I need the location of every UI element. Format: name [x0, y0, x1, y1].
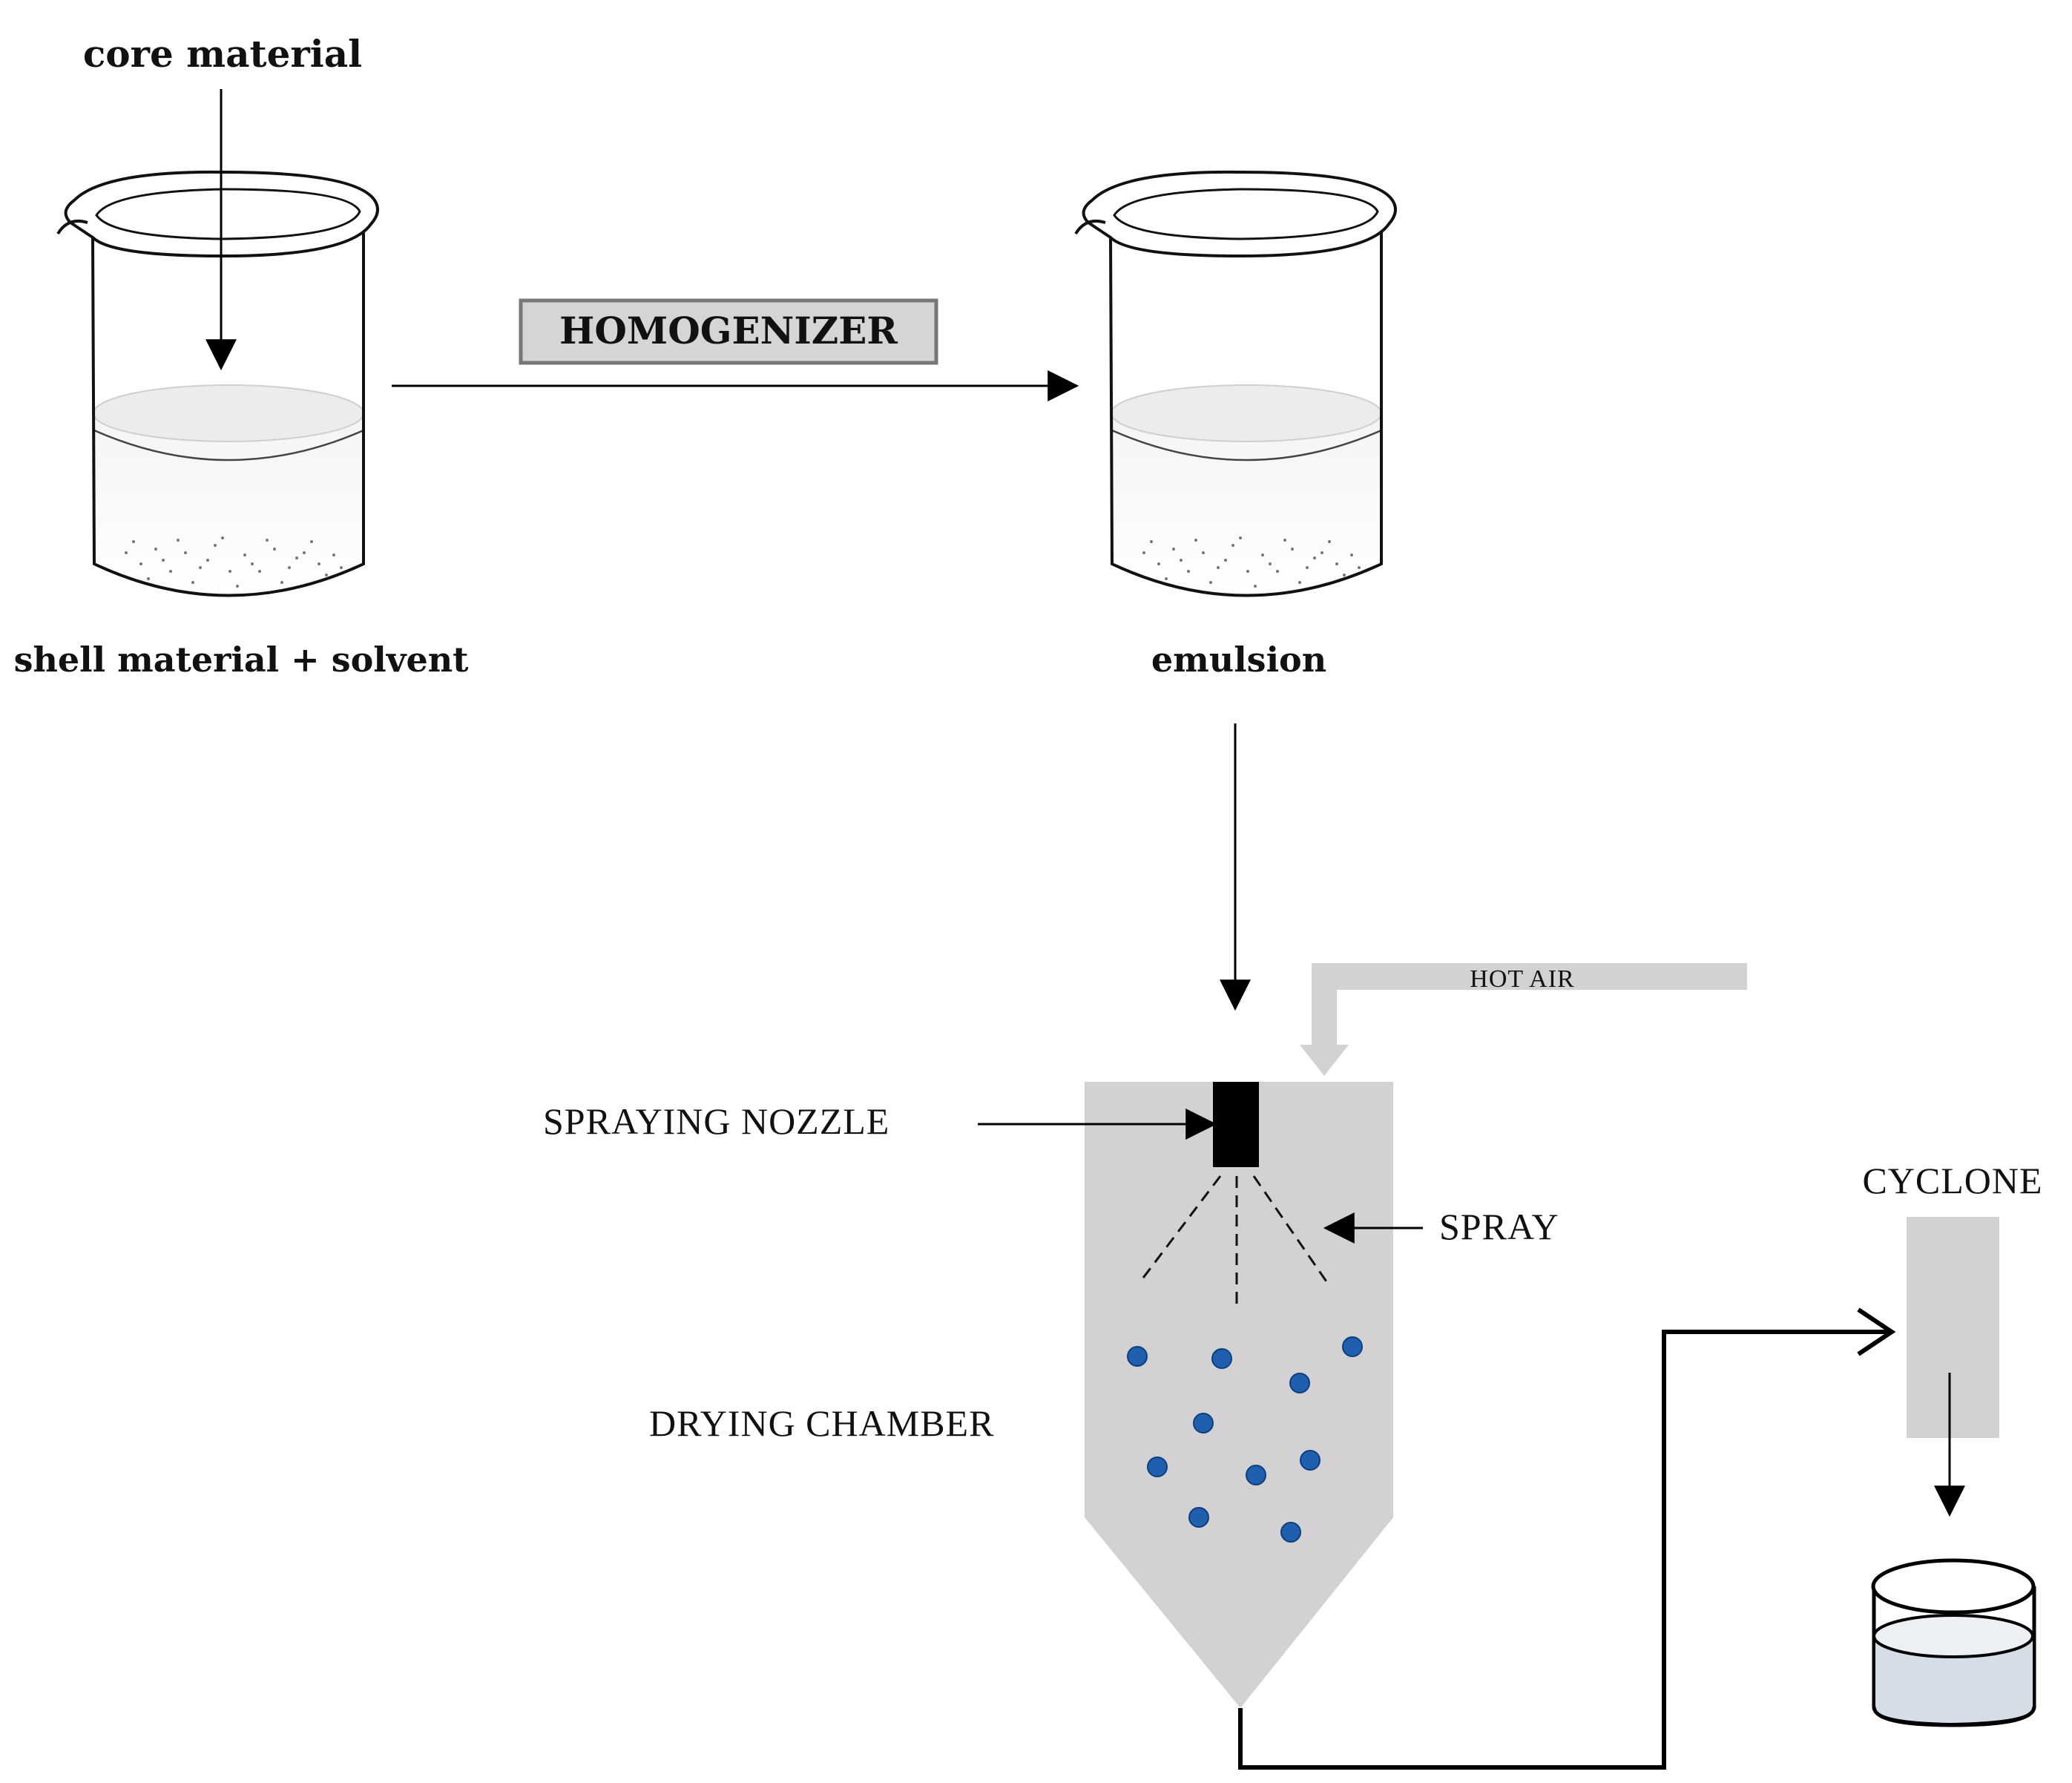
- droplet-icon: [1300, 1450, 1321, 1471]
- cyclone: [1907, 1217, 1999, 1438]
- beaker-icon: [56, 170, 379, 597]
- droplets: [1127, 1336, 1363, 1543]
- sediment-particles: [125, 536, 343, 588]
- label-core-material: core material: [83, 32, 362, 76]
- sediment-particles: [1142, 536, 1361, 588]
- spray-cone: [1137, 1175, 1329, 1310]
- droplet-icon: [1211, 1348, 1232, 1369]
- label-shell-material-solvent: shell material + solvent: [14, 640, 470, 680]
- label-emulsion: emulsion: [1151, 640, 1326, 680]
- label-spraying-nozzle: SPRAYING NOZZLE: [543, 1100, 889, 1142]
- label-spray: SPRAY: [1439, 1206, 1559, 1247]
- label-cyclone: CYCLONE: [1862, 1160, 2042, 1201]
- droplet-icon: [1280, 1522, 1301, 1543]
- drying-chamber: [1085, 1082, 1393, 1708]
- label-hot-air: HOT AIR: [1470, 965, 1574, 993]
- droplet-icon: [1188, 1507, 1209, 1528]
- label-drying-chamber: DRYING CHAMBER: [649, 1402, 994, 1444]
- outlet-pipe: [1238, 1330, 1892, 1770]
- droplet-icon: [1127, 1346, 1148, 1367]
- droplet-icon: [1193, 1413, 1214, 1434]
- nozzle-icon: [1213, 1082, 1259, 1167]
- beaker-shell-material: [56, 170, 379, 597]
- droplet-icon: [1147, 1457, 1168, 1477]
- beaker-emulsion: [1074, 170, 1397, 597]
- droplet-icon: [1289, 1373, 1310, 1393]
- homogenizer-box: HOMOGENIZER: [519, 298, 938, 365]
- beaker-icon: [1074, 170, 1397, 597]
- droplet-icon: [1342, 1336, 1363, 1357]
- hot-air-duct: HOT AIR: [1300, 963, 1747, 1076]
- collection-vessel-icon: [1871, 1558, 2036, 1727]
- outlet-pipe-arrowhead: [1857, 1307, 1896, 1356]
- label-homogenizer: HOMOGENIZER: [559, 309, 898, 352]
- droplet-icon: [1246, 1465, 1266, 1485]
